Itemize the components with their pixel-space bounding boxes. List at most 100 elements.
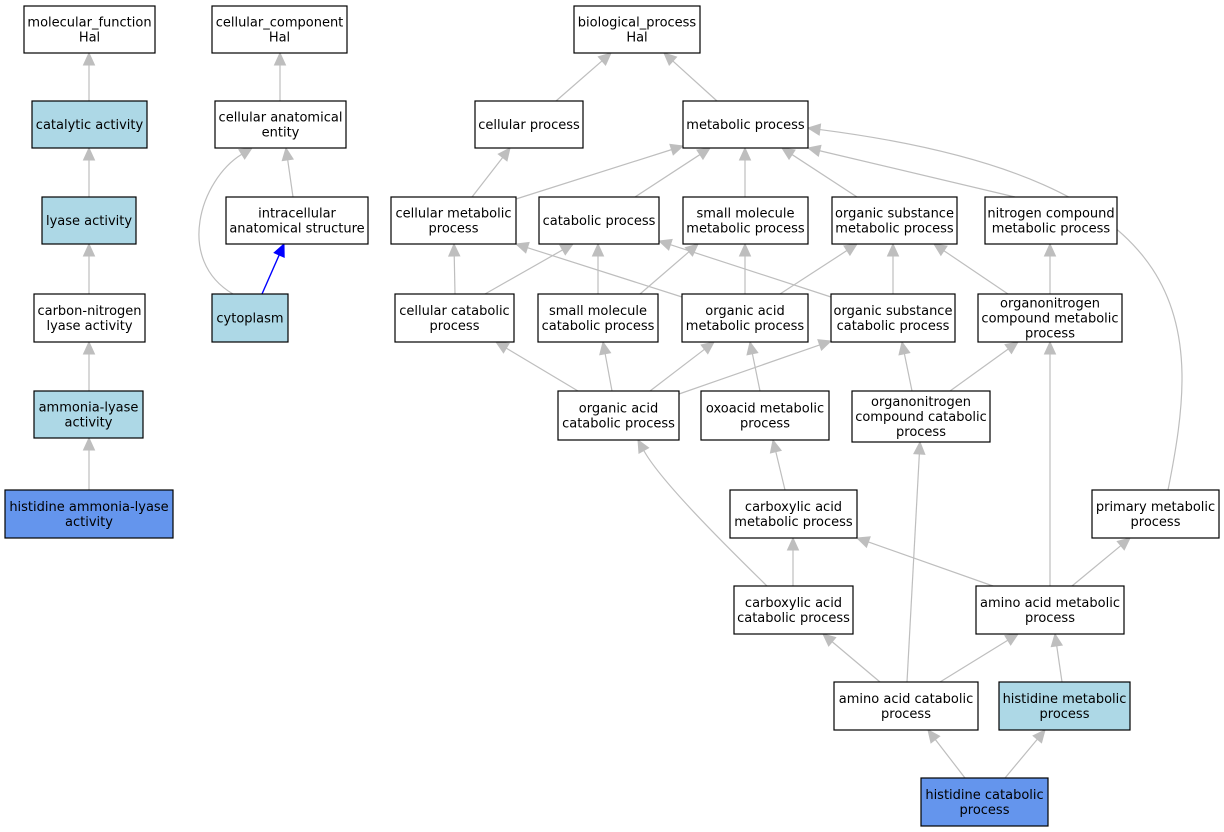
edge-oa_cat-to-oa_met [649, 348, 705, 392]
edge-aa_cat-to-aa_met [939, 639, 1009, 683]
node-box[interactable] [33, 390, 144, 439]
node-box[interactable] [23, 5, 156, 54]
node-label: process [1025, 327, 1075, 342]
node-box[interactable] [537, 293, 659, 343]
node-label: cellular process [478, 118, 580, 133]
edge-arrowhead-aa_met-to-prim_met [1116, 537, 1131, 551]
node-label: anatomical structure [229, 222, 364, 237]
edge-nc_met-to-met_proc [819, 150, 1016, 198]
node-box[interactable] [474, 100, 584, 149]
edge-arrowhead-his_met-to-aa_met [1050, 632, 1064, 648]
node-box[interactable] [830, 293, 956, 343]
node-box[interactable] [211, 293, 289, 343]
node-cat-act[interactable]: catalytic activity [31, 100, 148, 149]
node-box[interactable] [984, 196, 1118, 245]
node-box[interactable] [31, 100, 148, 149]
node-label: activity [65, 515, 113, 530]
node-label: histidine catabolic [925, 788, 1043, 803]
node-label: process [1040, 707, 1090, 722]
node-box[interactable] [211, 5, 348, 54]
edge-arrowhead-amm_lyase-to-cn_lyase [82, 340, 96, 355]
node-box[interactable] [390, 196, 517, 245]
edge-oa_cat-to-sm_cat [604, 353, 613, 392]
node-box[interactable] [557, 390, 680, 441]
node-label: organic substance [834, 304, 953, 319]
node-box[interactable] [1091, 489, 1220, 539]
node-label: entity [262, 126, 300, 141]
node-box[interactable] [681, 293, 809, 343]
node-box[interactable] [394, 293, 515, 343]
node-label: oxoacid metabolic [706, 402, 824, 417]
node-box[interactable] [4, 489, 174, 539]
node-label: molecular_function [27, 16, 151, 31]
node-label: metabolic process [686, 222, 805, 237]
node-box[interactable] [733, 585, 854, 635]
node-label: process [429, 222, 479, 237]
node-label: amino acid metabolic [980, 596, 1120, 611]
node-cyto[interactable]: cytoplasm [211, 293, 289, 343]
node-label: lyase activity [46, 214, 132, 229]
node-box[interactable] [729, 489, 858, 539]
edge-cyto-to-cae [198, 153, 243, 295]
edge-oxo_met-to-oa_met [751, 353, 761, 392]
edge-oa_met-to-cell_met [527, 247, 683, 298]
edge-arrowhead-nc_met-to-met_proc [806, 144, 822, 157]
node-box[interactable] [214, 100, 347, 149]
node-label: catabolic process [542, 319, 655, 334]
node-box[interactable] [682, 196, 809, 245]
node-box[interactable] [41, 196, 137, 245]
node-box[interactable] [538, 196, 660, 245]
edge-on_cat-to-on_met [949, 348, 1009, 392]
node-box[interactable] [833, 681, 979, 731]
node-box[interactable] [998, 681, 1131, 731]
node-lyase[interactable]: lyase activity [41, 196, 137, 245]
edge-oa_met-to-os_met [779, 250, 848, 295]
edge-arrowhead-aa_cat-to-ca_cat [822, 633, 837, 647]
node-box[interactable] [682, 100, 809, 149]
edge-arrowhead-cyto-to-cae [238, 147, 254, 160]
edge-on_met-to-os_met [943, 250, 1009, 295]
edge-ca_met-to-oxo_met [775, 451, 786, 491]
node-label: organic substance [835, 207, 954, 222]
node-box[interactable] [700, 390, 830, 441]
node-box[interactable] [920, 777, 1049, 827]
node-box[interactable] [977, 293, 1123, 343]
node-box[interactable] [225, 196, 369, 245]
node-catab[interactable]: catabolic process [538, 196, 660, 245]
node-box[interactable] [831, 196, 958, 245]
node-label: cytoplasm [216, 312, 283, 327]
node-cell-proc[interactable]: cellular process [474, 100, 584, 149]
node-box[interactable] [33, 293, 146, 343]
node-box[interactable] [573, 5, 701, 54]
node-met-proc[interactable]: metabolic process [682, 100, 809, 149]
node-box[interactable] [975, 585, 1125, 635]
node-box[interactable] [851, 390, 991, 443]
